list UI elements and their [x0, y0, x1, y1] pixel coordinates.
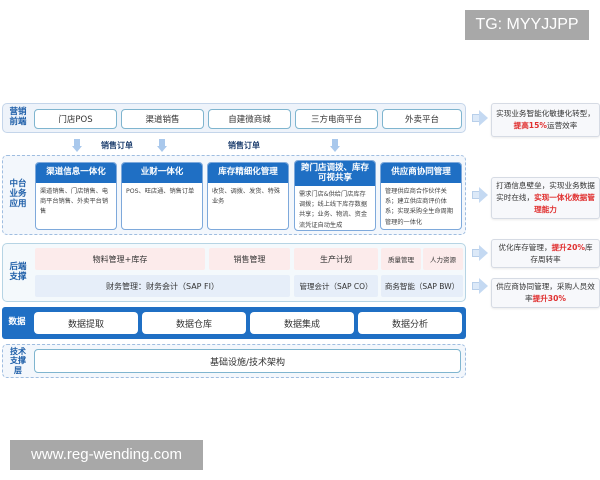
card-title: 供应商协同管理 [381, 163, 461, 183]
layer-label-tech: 技术 支撑 层 [10, 347, 26, 375]
result-box-inventory-turnover: 优化库存管理，提升20%库存周转率 [491, 239, 600, 268]
backend-financial-accounting[interactable]: 财务管理：财务会计（SAP FI） [35, 275, 290, 297]
down-arrow-icon [157, 139, 167, 153]
card-inventory-management[interactable]: 库存精细化管理 收货、调拨、发货、特殊业务 [207, 162, 289, 230]
layer-label-data: 数据 [8, 317, 26, 328]
front-item-delivery[interactable]: 外卖平台 [382, 109, 462, 129]
layer-backend-support: 后端 支撑 物料管理+库存 销售管理 生产计划 质量管理 人力资源 财务管理：财… [2, 243, 466, 302]
result-text: 打通信息壁垒，实现业务数据实时在线， [496, 181, 595, 203]
down-arrow-icon [72, 139, 82, 153]
tech-infrastructure[interactable]: 基础设施/技术架构 [34, 349, 461, 373]
layer-marketing-front: 营销 前端 门店POS 渠道销售 自建微商城 三方电商平台 外卖平台 [2, 103, 466, 133]
backend-business-intelligence[interactable]: 商务智能（SAP BW） [381, 275, 463, 297]
backend-sales-management[interactable]: 销售管理 [209, 248, 290, 270]
card-body: POS、旺店通、销售订单 [126, 188, 195, 195]
data-integration[interactable]: 数据集成 [250, 312, 354, 334]
layer-data: 数据 数据提取 数据仓库 数据集成 数据分析 [2, 307, 466, 339]
layer-label-middle: 中台 业务 应用 [9, 179, 27, 209]
result-text: 实现业务智能化敏捷化转型， [496, 109, 595, 119]
result-highlight: 提高15% [513, 121, 547, 130]
result-highlight: 提升20% [551, 242, 585, 252]
backend-quality-management[interactable]: 质量管理 [381, 248, 421, 270]
right-arrow-icon [472, 187, 488, 203]
front-item-store-pos[interactable]: 门店POS [34, 109, 117, 129]
card-body: 收货、调拨、发货、特殊业务 [212, 188, 281, 206]
card-channel-integration[interactable]: 渠道信息一体化 渠道销售、门店销售、电商平台销售、外卖平台销售 [35, 162, 117, 230]
flow-label-sales-order: 销售订单 [228, 141, 260, 150]
backend-material-inventory[interactable]: 物料管理+库存 [35, 248, 205, 270]
result-text: 库存周转率 [530, 242, 593, 264]
down-arrow-icon [330, 139, 340, 153]
result-text: 运营效率 [547, 121, 578, 130]
card-supplier-collaboration[interactable]: 供应商协同管理 管理供应商合作伙伴关系；建立供应商评价体系；实现采购全生命周期管… [380, 162, 462, 230]
data-warehouse[interactable]: 数据仓库 [142, 312, 246, 334]
front-item-mini-mall[interactable]: 自建微商城 [208, 109, 291, 129]
result-box-procurement-efficiency: 供应商协同管理，采购人员效率提升30% [491, 278, 600, 308]
layer-middle-platform: 中台 业务 应用 渠道信息一体化 渠道销售、门店销售、电商平台销售、外卖平台销售… [2, 155, 466, 235]
result-box-data-integration: 打通信息壁垒，实现业务数据实时在线，实现一体化数据管理能力 [491, 177, 600, 219]
result-box-efficiency: 实现业务智能化敏捷化转型， 提高15%运营效率 [491, 103, 600, 137]
flow-label-sales-order: 销售订单 [101, 141, 133, 150]
watermark-top: TG: MYYJJPP [465, 10, 589, 40]
layer-label-backend: 后端 支撑 [9, 261, 27, 282]
result-text: 优化库存管理， [498, 242, 552, 252]
backend-management-accounting[interactable]: 管理会计（SAP CO） [294, 275, 378, 297]
card-cross-store-transfer[interactable]: 跨门店调拨、库存可视共享 需求门店&供给门店库存调拨；线上线下库存数据共享；业务… [294, 160, 376, 231]
backend-production-planning[interactable]: 生产计划 [294, 248, 378, 270]
data-analysis[interactable]: 数据分析 [358, 312, 462, 334]
layer-label-front: 营销 前端 [9, 107, 27, 127]
result-text: 供应商协同管理，采购人员效率 [496, 282, 595, 303]
front-item-channel-sales[interactable]: 渠道销售 [121, 109, 204, 129]
card-title: 业财一体化 [122, 163, 202, 183]
card-body: 管理供应商合作伙伴关系；建立供应商评价体系；实现采购全生命周期管理的一体化 [385, 188, 454, 226]
data-extraction[interactable]: 数据提取 [34, 312, 138, 334]
card-title: 库存精细化管理 [208, 163, 288, 183]
right-arrow-icon [472, 245, 488, 261]
front-item-ecommerce[interactable]: 三方电商平台 [295, 109, 378, 129]
card-body: 渠道销售、门店销售、电商平台销售、外卖平台销售 [40, 188, 109, 216]
right-arrow-icon [472, 110, 488, 126]
card-title: 跨门店调拨、库存可视共享 [295, 161, 375, 186]
card-business-finance[interactable]: 业财一体化 POS、旺店通、销售订单 [121, 162, 203, 230]
right-arrow-icon [472, 278, 488, 294]
card-body: 需求门店&供给门店库存调拨；线上线下库存数据共享；业务、物流、资金流凭证自动生成 [299, 191, 368, 229]
layer-tech-support: 技术 支撑 层 基础设施/技术架构 [2, 344, 466, 378]
backend-human-resources[interactable]: 人力资源 [423, 248, 463, 270]
watermark-bottom: www.reg-wending.com [10, 440, 203, 470]
result-highlight: 提升30% [532, 294, 566, 303]
card-title: 渠道信息一体化 [36, 163, 116, 183]
result-highlight: 实现一体化数据管理能力 [534, 193, 595, 214]
